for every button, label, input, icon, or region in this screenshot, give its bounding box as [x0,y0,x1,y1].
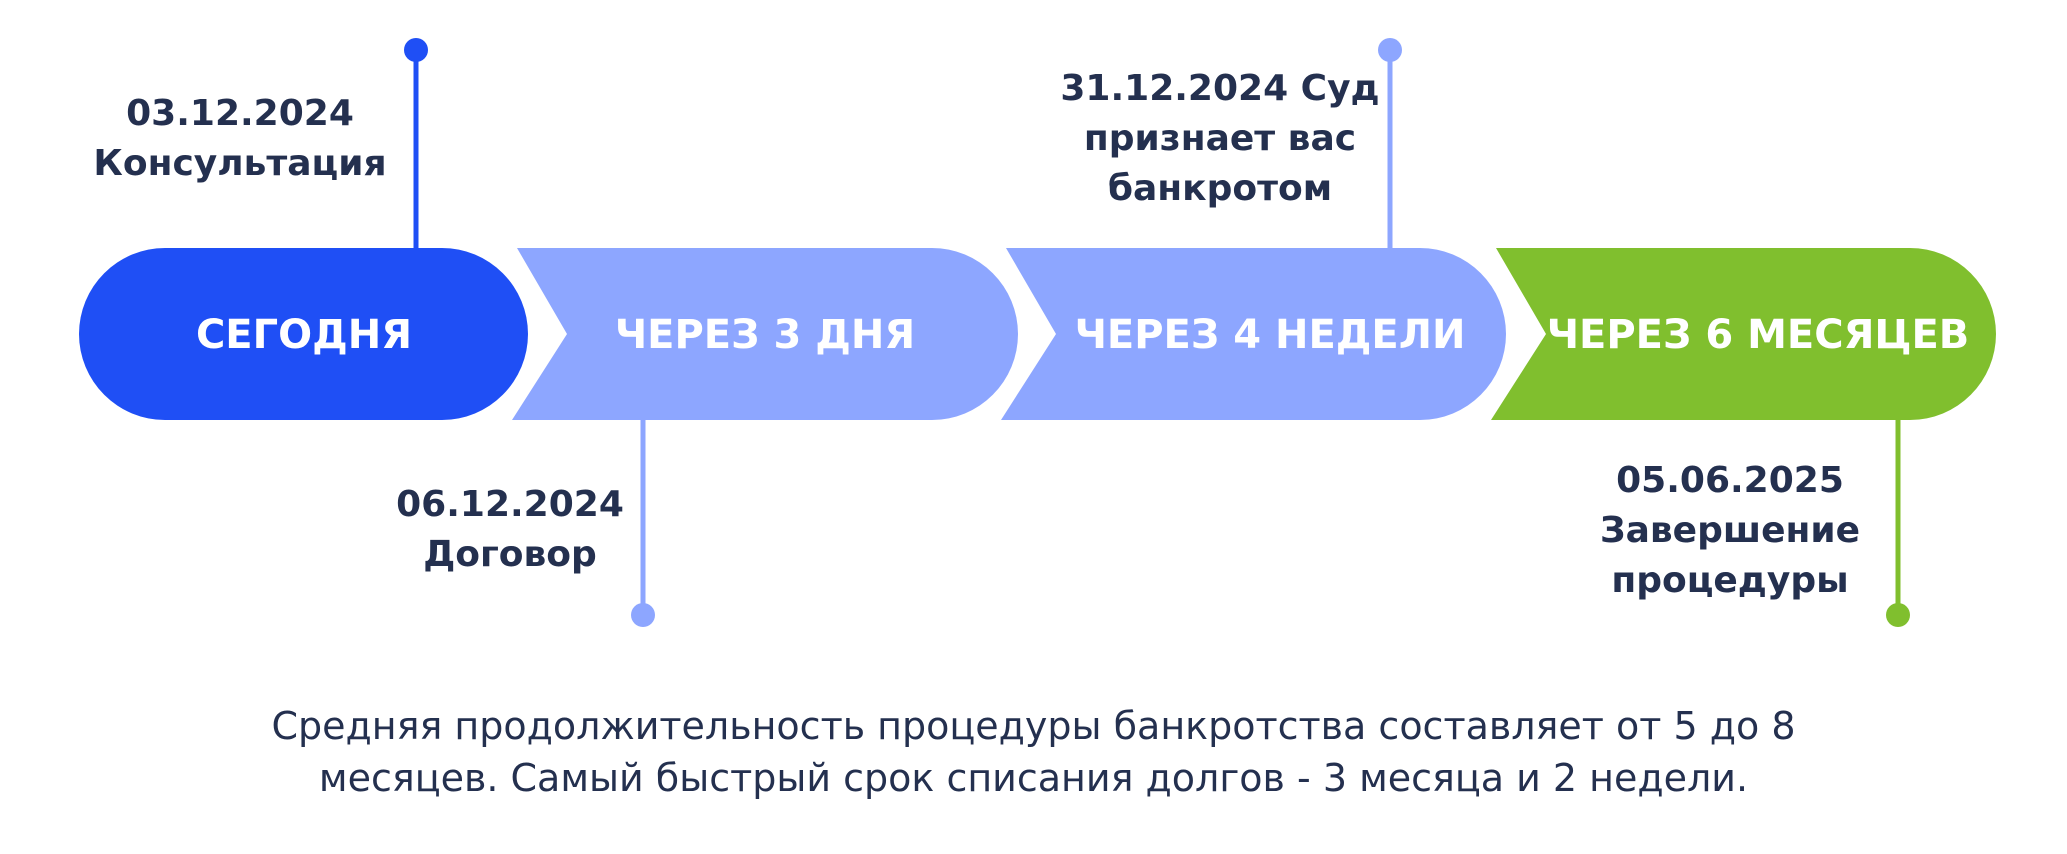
event-dot-4 [1886,603,1910,627]
event-date: 05.06.2025 [1616,460,1844,501]
event-date-and-court: 31.12.2024 Суд [1060,68,1380,109]
event-description: Договор [423,534,597,575]
stage-shape-4-weeks [1001,248,1506,420]
event-description: процедуры [1611,560,1849,601]
stage-label-6-months: ЧЕРЕЗ 6 МЕСЯЦЕВ [1547,312,1970,358]
stage-label-today: СЕГОДНЯ [196,312,412,358]
stage-shape-today [79,248,528,420]
event-description: Консультация [93,143,387,184]
stage-label-3-days: ЧЕРЕЗ 3 ДНЯ [615,312,915,358]
event-date: 03.12.2024 [126,93,354,134]
event-procedure-completion: 05.06.2025 Завершение процедуры [1570,456,1890,606]
event-dot-3 [1378,38,1402,62]
event-description: признает вас [1083,118,1357,159]
footer-line-2: месяцев. Самый быстрый срок списания дол… [318,756,1749,800]
event-court-decision: 31.12.2024 Суд признает вас банкротом [1060,64,1380,214]
timeline-graphic: СЕГОДНЯ ЧЕРЕЗ 3 ДНЯ ЧЕРЕЗ 4 НЕДЕЛИ ЧЕРЕЗ… [79,38,1996,627]
event-description: банкротом [1107,168,1333,209]
event-description: Завершение [1600,510,1860,551]
event-dot-2 [631,603,655,627]
stage-shape-6-months [1491,248,1996,420]
event-contract: 06.12.2024 Договор [380,480,640,580]
event-date: 06.12.2024 [396,484,624,525]
footer-line-1: Средняя продолжительность процедуры банк… [271,704,1796,748]
event-dot-1 [404,38,428,62]
event-consultation: 03.12.2024 Консультация [80,89,400,189]
stage-shape-3-days [512,248,1018,420]
stage-label-4-weeks: ЧЕРЕЗ 4 НЕДЕЛИ [1075,312,1466,358]
footer-note: Средняя продолжительность процедуры банк… [0,700,2067,804]
